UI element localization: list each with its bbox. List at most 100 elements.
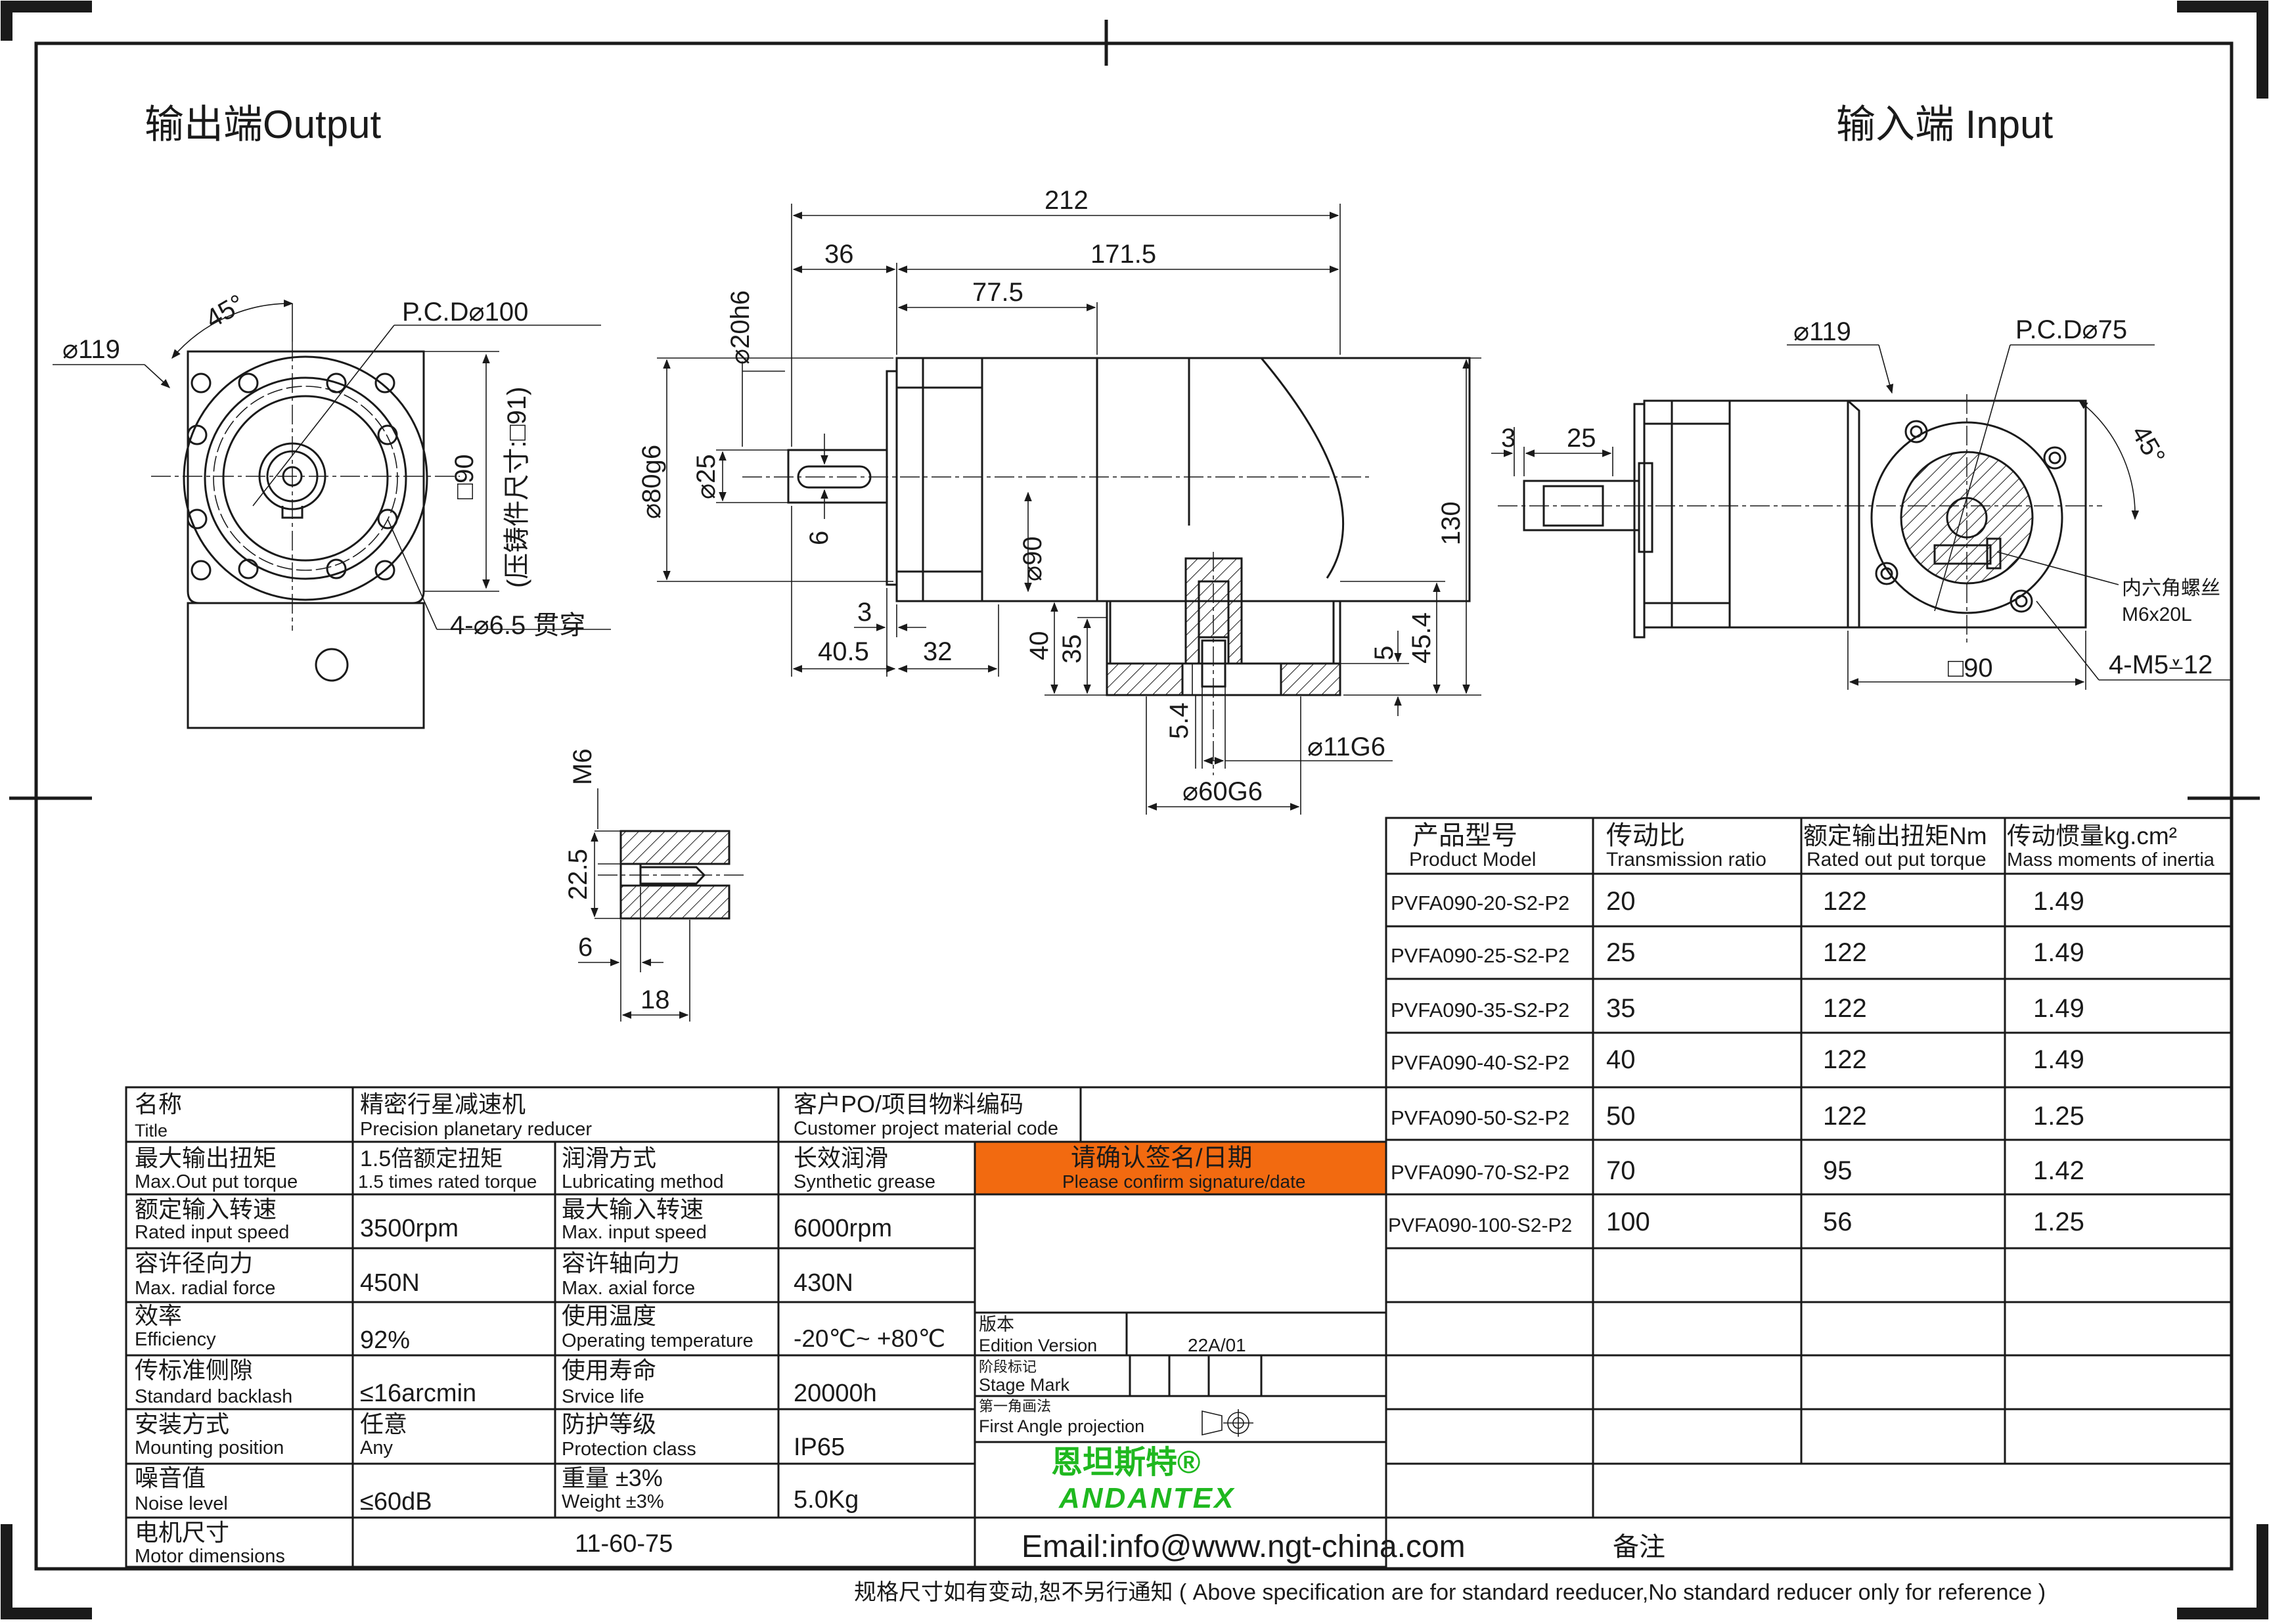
output-dia-119: ⌀119	[62, 335, 120, 364]
angle-label-cn: 第一角画法	[979, 1398, 1051, 1414]
spec-header-model-cn: 产品型号	[1412, 821, 1517, 850]
input-m5-note: 4-M5⩡12	[2109, 650, 2213, 679]
input-pcd: P.C.D⌀75	[2015, 315, 2127, 344]
weight-label-cn: 重量 ±3%	[562, 1464, 663, 1491]
mounting-value-cn: 任意	[360, 1410, 407, 1437]
dim-25: ⌀25	[692, 454, 721, 499]
spec-model: PVFA090-20-S2-P2	[1391, 891, 1569, 914]
spec-ratio: 35	[1606, 994, 1636, 1023]
dim-130: 130	[1437, 501, 1466, 545]
spec-header-torque-en: Rated out put torque	[1807, 849, 1987, 870]
dim-212: 212	[1045, 186, 1089, 215]
motor-value: 11-60-75	[575, 1530, 673, 1558]
dim-40-5: 40.5	[818, 637, 869, 666]
spec-table: 产品型号 Product Model 传动比 Transmission rati…	[1385, 817, 2233, 1519]
service-life-value: 20000h	[794, 1380, 877, 1407]
edition-label-en: Edition Version	[979, 1336, 1097, 1355]
spec-header-inertia-en: Mass moments of inertia	[2007, 849, 2215, 870]
spec-model: PVFA090-25-S2-P2	[1391, 944, 1569, 967]
max-speed-value: 6000rpm	[794, 1215, 892, 1242]
efficiency-label-en: Efficiency	[135, 1329, 216, 1350]
dim-80g6: ⌀80g6	[637, 445, 666, 519]
edition-value: 22A/01	[1188, 1335, 1246, 1355]
max-torque-label-cn: 最大输出扭矩	[135, 1144, 277, 1171]
radial-force-label-cn: 容许径向力	[135, 1250, 253, 1276]
title-value-cn: 精密行星减速机	[360, 1091, 526, 1117]
title-block: 名称 Title 精密行星减速机 Precision planetary red…	[125, 1086, 1665, 1568]
input-square-90: □90	[1948, 654, 1993, 683]
customer-code-cn: 客户PO/项目物料编码	[794, 1091, 1023, 1117]
dim-45-4: 45.4	[1407, 612, 1436, 664]
spec-ratio: 20	[1606, 887, 1636, 916]
detail-m6: M6	[568, 748, 597, 785]
efficiency-value: 92%	[360, 1326, 410, 1354]
temperature-value: -20℃~ +80℃	[794, 1325, 945, 1352]
stage-label-en: Stage Mark	[979, 1375, 1070, 1395]
spec-row: PVFA090-40-S2-P2 40 122 1.49	[1391, 1045, 2084, 1074]
spec-model: PVFA090-70-S2-P2	[1391, 1161, 1569, 1184]
spec-torque: 95	[1823, 1156, 1853, 1185]
spec-inertia: 1.25	[2033, 1207, 2084, 1236]
radial-force-value: 450N	[360, 1269, 420, 1297]
dim-77-5: 77.5	[972, 278, 1023, 307]
confirm-label-cn: 请确认签名/日期	[1071, 1144, 1253, 1172]
spec-header-torque-cn: 额定输出扭矩Nm	[1803, 823, 1987, 849]
spec-header-ratio-en: Transmission ratio	[1606, 849, 1766, 870]
title-value-en: Precision planetary reducer	[360, 1119, 592, 1140]
spec-inertia: 1.49	[2033, 887, 2084, 916]
temperature-label-en: Operating temperature	[562, 1330, 753, 1351]
dim-3: 3	[857, 598, 872, 627]
dim-11g6: ⌀11G6	[1307, 733, 1385, 761]
input-end-view: 45° ⌀119 P.C.D⌀75 3 25 □90 内六角螺丝 M6x20L …	[1491, 315, 2230, 690]
input-screw-note: M6x20L	[2122, 604, 2192, 625]
radial-force-label-en: Max. radial force	[135, 1278, 275, 1299]
dim-35: 35	[1058, 635, 1087, 664]
temperature-label-cn: 使用温度	[562, 1302, 656, 1329]
axial-force-label-cn: 容许轴向力	[562, 1250, 680, 1276]
contact-email: Email:info@www.ngt-china.com	[1022, 1529, 1466, 1564]
output-bolt-holes	[187, 372, 398, 581]
spec-ratio: 25	[1606, 938, 1636, 967]
mounting-label-cn: 安装方式	[135, 1410, 229, 1437]
first-angle-projection-icon	[1202, 1409, 1253, 1437]
max-speed-label-en: Max. input speed	[562, 1222, 707, 1243]
spec-row: PVFA090-25-S2-P2 25 122 1.49	[1391, 938, 2084, 967]
spec-torque: 122	[1823, 887, 1867, 916]
confirm-signature-cell	[974, 1140, 1387, 1196]
backlash-label-cn: 传标准侧隙	[135, 1357, 253, 1384]
spec-header-model-en: Product Model	[1409, 849, 1536, 870]
protection-label-en: Protection class	[562, 1439, 696, 1460]
axial-force-label-en: Max. axial force	[562, 1278, 695, 1299]
rated-speed-label-cn: 额定输入转速	[135, 1196, 277, 1223]
spec-torque: 122	[1823, 1045, 1867, 1074]
lubrication-label-cn: 润滑方式	[562, 1144, 656, 1171]
motor-label-cn: 电机尺寸	[135, 1519, 229, 1546]
noise-value: ≤60dB	[360, 1488, 432, 1516]
rated-speed-label-en: Rated input speed	[135, 1222, 289, 1243]
input-screw-note-cn: 内六角螺丝	[2122, 577, 2220, 599]
max-torque-value-en: 1.5 times rated torque	[358, 1171, 537, 1192]
dim-171-5: 171.5	[1090, 240, 1156, 269]
output-pcd: P.C.D⌀100	[402, 298, 528, 327]
dim-36: 36	[824, 240, 854, 269]
dim-5: 5	[1370, 646, 1399, 660]
brand-logo-cn: 恩坦斯特®	[1051, 1445, 1200, 1480]
side-view: 212 36 171.5 77.5 130 45.4 5 ⌀80g6 ⌀25 ⌀…	[637, 186, 1481, 815]
spec-torque: 122	[1823, 994, 1867, 1023]
motor-label-en: Motor dimensions	[135, 1546, 285, 1567]
dim-5-4: 5.4	[1165, 702, 1194, 739]
edition-label-cn: 版本	[979, 1315, 1014, 1334]
spec-ratio: 50	[1606, 1102, 1636, 1131]
input-dia-119: ⌀119	[1793, 317, 1851, 346]
noise-label-cn: 噪音值	[135, 1464, 206, 1491]
backlash-label-en: Standard backlash	[135, 1386, 292, 1407]
spec-ratio: 70	[1606, 1156, 1636, 1185]
output-square-90: □90	[450, 454, 479, 499]
protection-value: IP65	[794, 1433, 845, 1461]
weight-label-en: Weight ±3%	[562, 1491, 664, 1512]
output-heading: 输出端Output	[145, 102, 381, 147]
max-torque-value-cn: 1.5倍额定扭矩	[360, 1146, 503, 1171]
max-torque-label-en: Max.Out put torque	[135, 1171, 298, 1192]
